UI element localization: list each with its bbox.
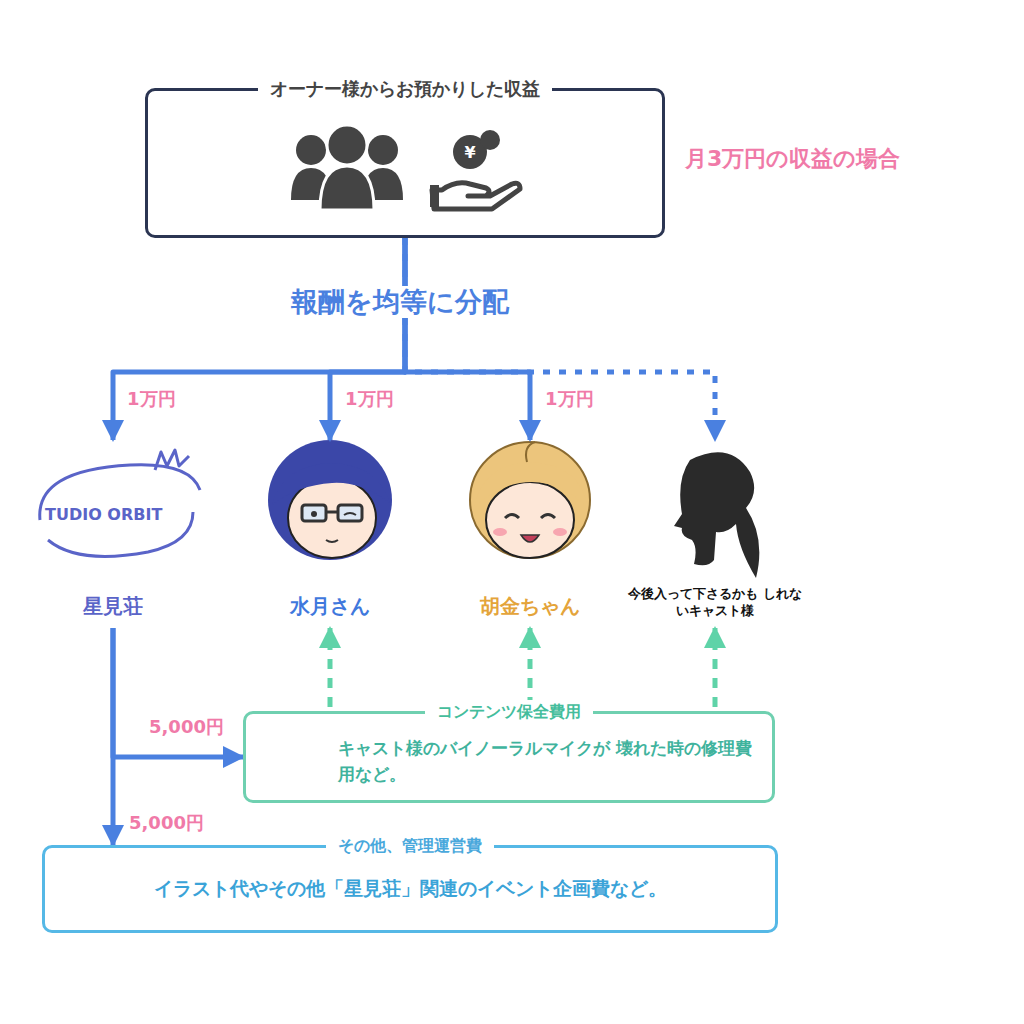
flow-connector [405, 238, 715, 440]
box-body: イラスト代やその他「星見荘」関連のイベント企画費など。 [65, 874, 755, 903]
box-heading: コンテンツ保全費用 [425, 700, 593, 724]
revenue-box: オーナー様からお預かりした収益 [145, 88, 665, 238]
recipient-future-cast: 今後入って下さるかも しれないキャスト様 [622, 440, 808, 622]
amount-label: 5,000円 [146, 716, 227, 738]
studio-logo [40, 450, 200, 556]
flow-connector [713, 628, 718, 707]
future-cast-silhouette [674, 452, 759, 578]
svg-text:¥: ¥ [464, 143, 475, 162]
amount-label: 1万円 [542, 388, 597, 410]
mizuki-portrait [268, 440, 392, 560]
flow-connector [528, 628, 533, 707]
recipient-name: 胡金ちゃん [480, 593, 580, 620]
scenario-note: 月3万円の収益の場合 [682, 146, 903, 172]
cost-box: その他、管理運営費イラスト代やその他「星見荘」関連のイベント企画費など。 [42, 845, 778, 933]
recipient-name: 今後入って下さるかも しれないキャスト様 [624, 585, 806, 620]
amount-label: 1万円 [124, 388, 179, 410]
hand-coin-icon: ¥ [430, 130, 520, 209]
flow-connector [113, 238, 405, 440]
amount-label: 1万円 [342, 388, 397, 410]
flow-connector [330, 238, 405, 440]
people-icon [291, 125, 403, 210]
recipient-name: 星見荘 [83, 593, 143, 620]
flow-connector [113, 628, 243, 757]
box-body: キャスト様のバイノーラルマイクが 壊れた時の修理費用など。 [338, 736, 752, 787]
distribution-note: 報酬を均等に分配 [288, 286, 512, 318]
recipient-studio: 星見荘 [28, 440, 198, 622]
logo-text: TUDIO ORBIT [42, 505, 165, 524]
amount-label: 5,000円 [126, 812, 207, 834]
box-heading: その他、管理運営費 [326, 834, 494, 858]
flow-connector [111, 628, 116, 845]
recipient-name: 水月さん [290, 593, 370, 620]
box-heading: オーナー様からお預かりした収益 [258, 77, 552, 101]
recipient-cast: 胡金ちゃん [445, 440, 615, 622]
flow-connector [405, 238, 530, 440]
kogane-portrait [470, 442, 590, 558]
cost-box: コンテンツ保全費用キャスト様のバイノーラルマイクが 壊れた時の修理費用など。 [243, 711, 775, 803]
recipient-cast: 水月さん [245, 440, 415, 622]
flow-connector [328, 628, 333, 707]
